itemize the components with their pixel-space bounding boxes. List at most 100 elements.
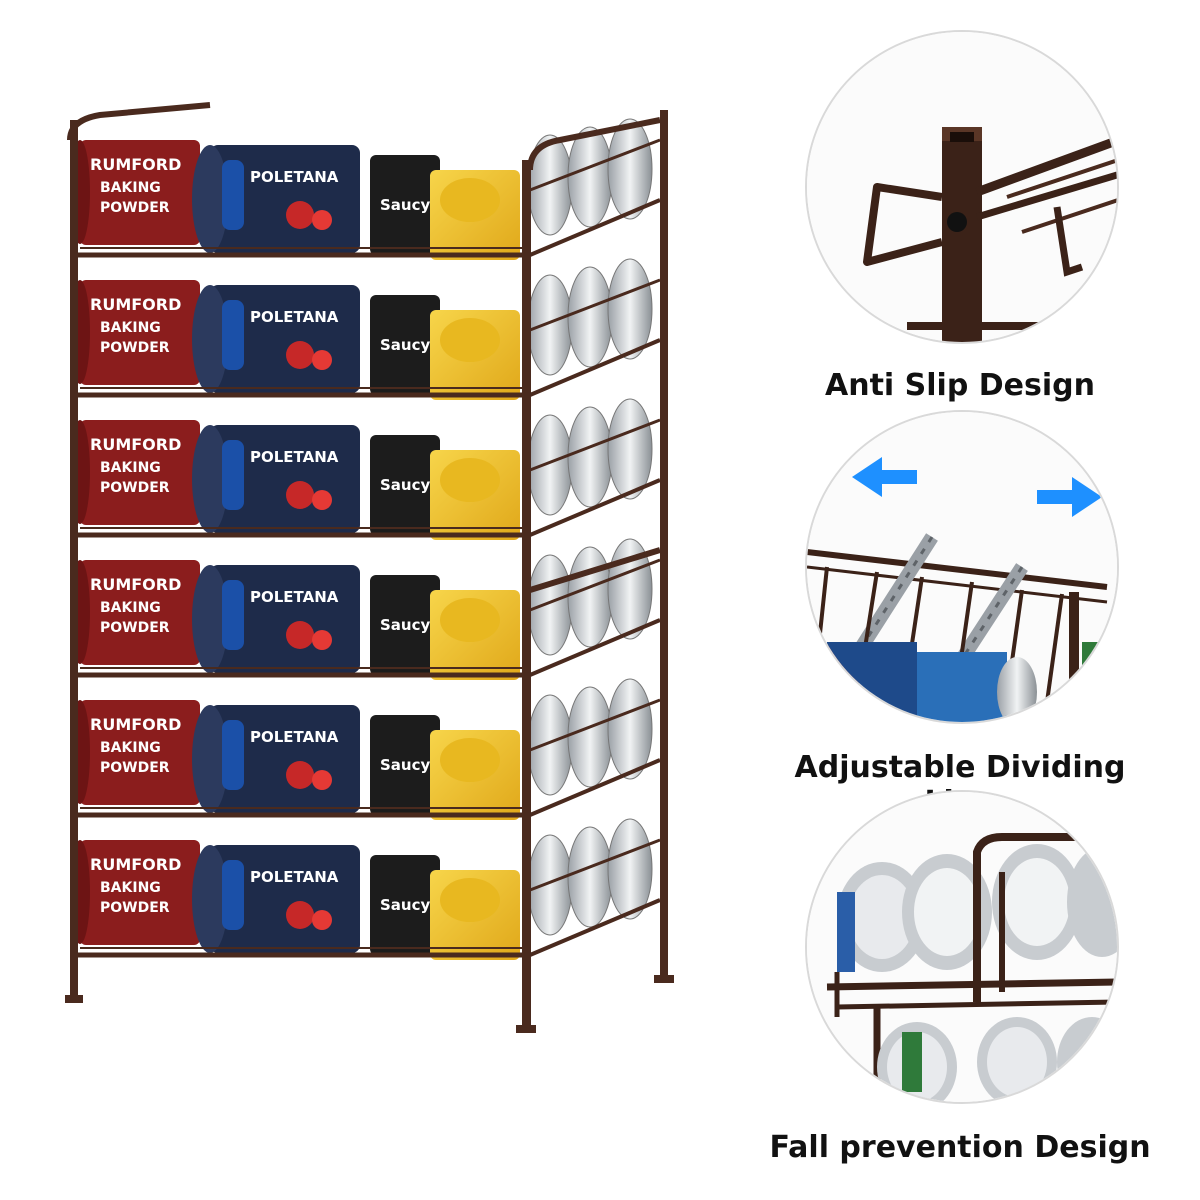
rack-top-rail — [67, 102, 211, 141]
rumford-can-brand: RUMFORD — [90, 435, 181, 454]
tomato-graphic — [312, 350, 332, 370]
barilla-logo — [222, 860, 244, 930]
saucy-can — [370, 855, 440, 955]
silver-can — [607, 258, 653, 360]
barilla-can-product: POLETANA — [250, 168, 339, 186]
saucy-can — [370, 575, 440, 675]
barilla-can-product: POLETANA — [250, 728, 339, 746]
rumford-can-label: BAKING — [100, 320, 161, 336]
rumford-can-brand: RUMFORD — [90, 575, 181, 594]
saucy-can-brand: Saucy — [380, 896, 430, 914]
barilla-logo — [222, 580, 244, 650]
saucy-can-brand: Saucy — [380, 476, 430, 494]
tomato-graphic — [312, 630, 332, 650]
fall-prevention-icon — [807, 792, 1117, 1102]
rack-rail — [529, 898, 661, 957]
rumford-can-label: BAKING — [100, 180, 161, 196]
rumford-can-label: POWDER — [100, 200, 170, 216]
rack-post — [70, 120, 78, 1000]
rack-rail — [529, 758, 661, 817]
rack-wire — [529, 418, 661, 472]
barilla-can-end — [192, 285, 228, 393]
barilla-logo — [222, 440, 244, 510]
rumford-can — [80, 280, 200, 385]
barilla-can-product: POLETANA — [250, 308, 339, 326]
rack-tiers: RUMFORDBAKINGPOWDERPOLETANASaucyRUMFORDB… — [65, 102, 674, 1033]
rack-rail — [529, 618, 661, 677]
anti-slip-icon — [807, 32, 1117, 342]
tomato-graphic — [312, 210, 332, 230]
rumford-can-label: BAKING — [100, 740, 161, 756]
barilla-can-end — [192, 145, 228, 253]
tomato-graphic — [286, 901, 314, 929]
saucy-can — [370, 295, 440, 395]
rumford-can — [80, 560, 200, 665]
barilla-can-end — [192, 845, 228, 953]
silver-can — [527, 414, 573, 516]
corn-kernels — [440, 738, 500, 782]
barilla-logo — [222, 720, 244, 790]
right-arrow-icon — [1037, 477, 1102, 517]
anti-slip-closeup-image — [805, 30, 1119, 344]
rumford-can — [80, 840, 200, 945]
tomato-graphic — [286, 481, 314, 509]
rumford-can — [80, 420, 200, 525]
silver-can — [567, 686, 613, 788]
rack-rail — [529, 478, 661, 537]
corn-kernels — [440, 598, 500, 642]
silver-can — [567, 266, 613, 368]
saucy-can-brand: Saucy — [380, 616, 430, 634]
saucy-can — [370, 155, 440, 255]
silver-can — [567, 546, 613, 648]
silver-can — [607, 398, 653, 500]
rack-wire — [529, 838, 661, 892]
silver-can — [607, 818, 653, 920]
silver-can — [527, 834, 573, 936]
saucy-can — [370, 715, 440, 815]
tomato-graphic — [286, 201, 314, 229]
barilla-can-end — [192, 705, 228, 813]
rumford-can-label: POWDER — [100, 760, 170, 776]
anti-slip-label-text: Anti Slip Design — [825, 368, 1095, 403]
rack-foot — [65, 995, 83, 1003]
can-rack-illustration: RUMFORDBAKINGPOWDERPOLETANASaucyRUMFORDB… — [65, 102, 674, 1033]
corn-kernels — [440, 178, 500, 222]
saucy-can-brand: Saucy — [380, 196, 430, 214]
barilla-can-product: POLETANA — [250, 868, 339, 886]
barilla-can-product: POLETANA — [250, 448, 339, 466]
rack-mid-rail — [529, 547, 661, 593]
rumford-can-brand: RUMFORD — [90, 715, 181, 734]
corn-kernels — [440, 318, 500, 362]
rumford-can-label: BAKING — [100, 880, 161, 896]
tomato-graphic — [312, 910, 332, 930]
rumford-can — [80, 140, 200, 245]
tomato-graphic — [286, 341, 314, 369]
rack-wire — [529, 138, 661, 192]
fall-prevention-closeup-image — [805, 790, 1119, 1104]
silver-can — [527, 274, 573, 376]
rack-rail — [529, 198, 661, 257]
rack-post — [660, 110, 668, 980]
rumford-can-brand: RUMFORD — [90, 155, 181, 174]
rack-wire — [529, 558, 661, 612]
barilla-can-end — [192, 565, 228, 673]
rack-foot — [516, 1025, 536, 1033]
left-arrow-icon — [852, 457, 917, 497]
rack-top-rail — [527, 117, 661, 171]
silver-can — [567, 406, 613, 508]
rumford-can — [80, 700, 200, 805]
rack-wire — [529, 278, 661, 332]
tomato-graphic — [312, 490, 332, 510]
tomato-graphic — [286, 761, 314, 789]
barilla-logo — [222, 300, 244, 370]
rack-wire — [529, 698, 661, 752]
rack-foot — [654, 975, 674, 983]
rumford-can-brand: RUMFORD — [90, 295, 181, 314]
feature-label-anti-slip: Anti Slip Design — [760, 368, 1160, 403]
saucy-can — [370, 435, 440, 535]
